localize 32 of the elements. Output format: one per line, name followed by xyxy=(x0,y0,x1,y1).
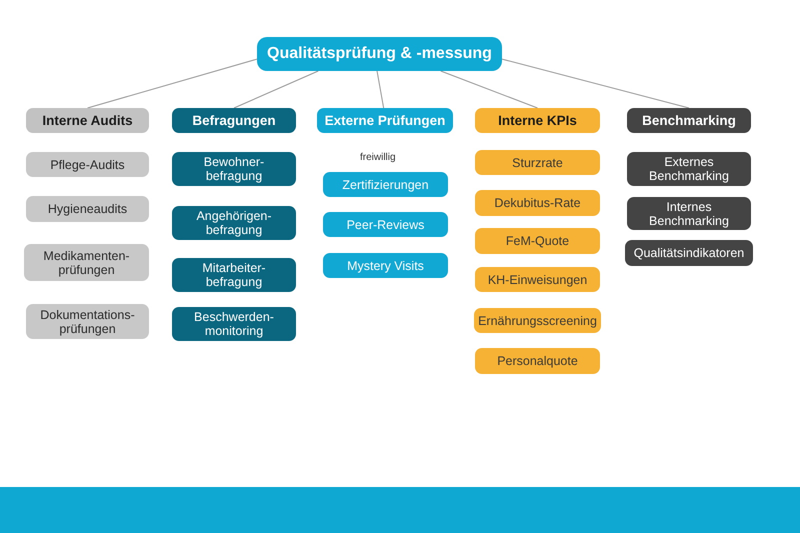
item-box: Mystery Visits xyxy=(323,253,448,278)
category-box: Interne Audits xyxy=(26,108,149,133)
item-box: Internes Benchmarking xyxy=(627,197,751,230)
connector-line xyxy=(502,58,690,108)
item-box: Ernährungsscreening xyxy=(474,308,601,333)
item-box: Hygieneaudits xyxy=(26,196,149,222)
root-box: Qualitätsprüfung & -messung xyxy=(257,37,502,71)
category-box: Befragungen xyxy=(172,108,296,133)
connector-line xyxy=(234,70,319,108)
category-box: Interne KPIs xyxy=(475,108,600,133)
item-box: Pflege-Audits xyxy=(26,152,149,177)
item-box: Dekubitus-Rate xyxy=(475,190,600,216)
item-box: Mitarbeiter- befragung xyxy=(172,258,296,292)
connector-line xyxy=(440,70,538,108)
item-box: Externes Benchmarking xyxy=(627,152,751,186)
item-box: Bewohner- befragung xyxy=(172,152,296,186)
connector-line xyxy=(87,58,258,108)
connector-line xyxy=(376,70,384,108)
item-box: Qualitätsindikatoren xyxy=(625,240,753,266)
item-box: Angehörigen- befragung xyxy=(172,206,296,240)
category-box: Externe Prüfungen xyxy=(317,108,453,133)
note-label: freiwillig xyxy=(360,152,396,163)
item-box: KH-Einweisungen xyxy=(475,267,600,292)
item-box: Sturzrate xyxy=(475,150,600,175)
item-box: Zertifizierungen xyxy=(323,172,448,197)
category-box: Benchmarking xyxy=(627,108,751,133)
item-box: Medikamenten- prüfungen xyxy=(24,244,149,281)
item-box: Beschwerden- monitoring xyxy=(172,307,296,341)
item-box: Dokumentations- prüfungen xyxy=(26,304,149,339)
item-box: Personalquote xyxy=(475,348,600,374)
item-box: Peer-Reviews xyxy=(323,212,448,237)
item-box: FeM-Quote xyxy=(475,228,600,254)
